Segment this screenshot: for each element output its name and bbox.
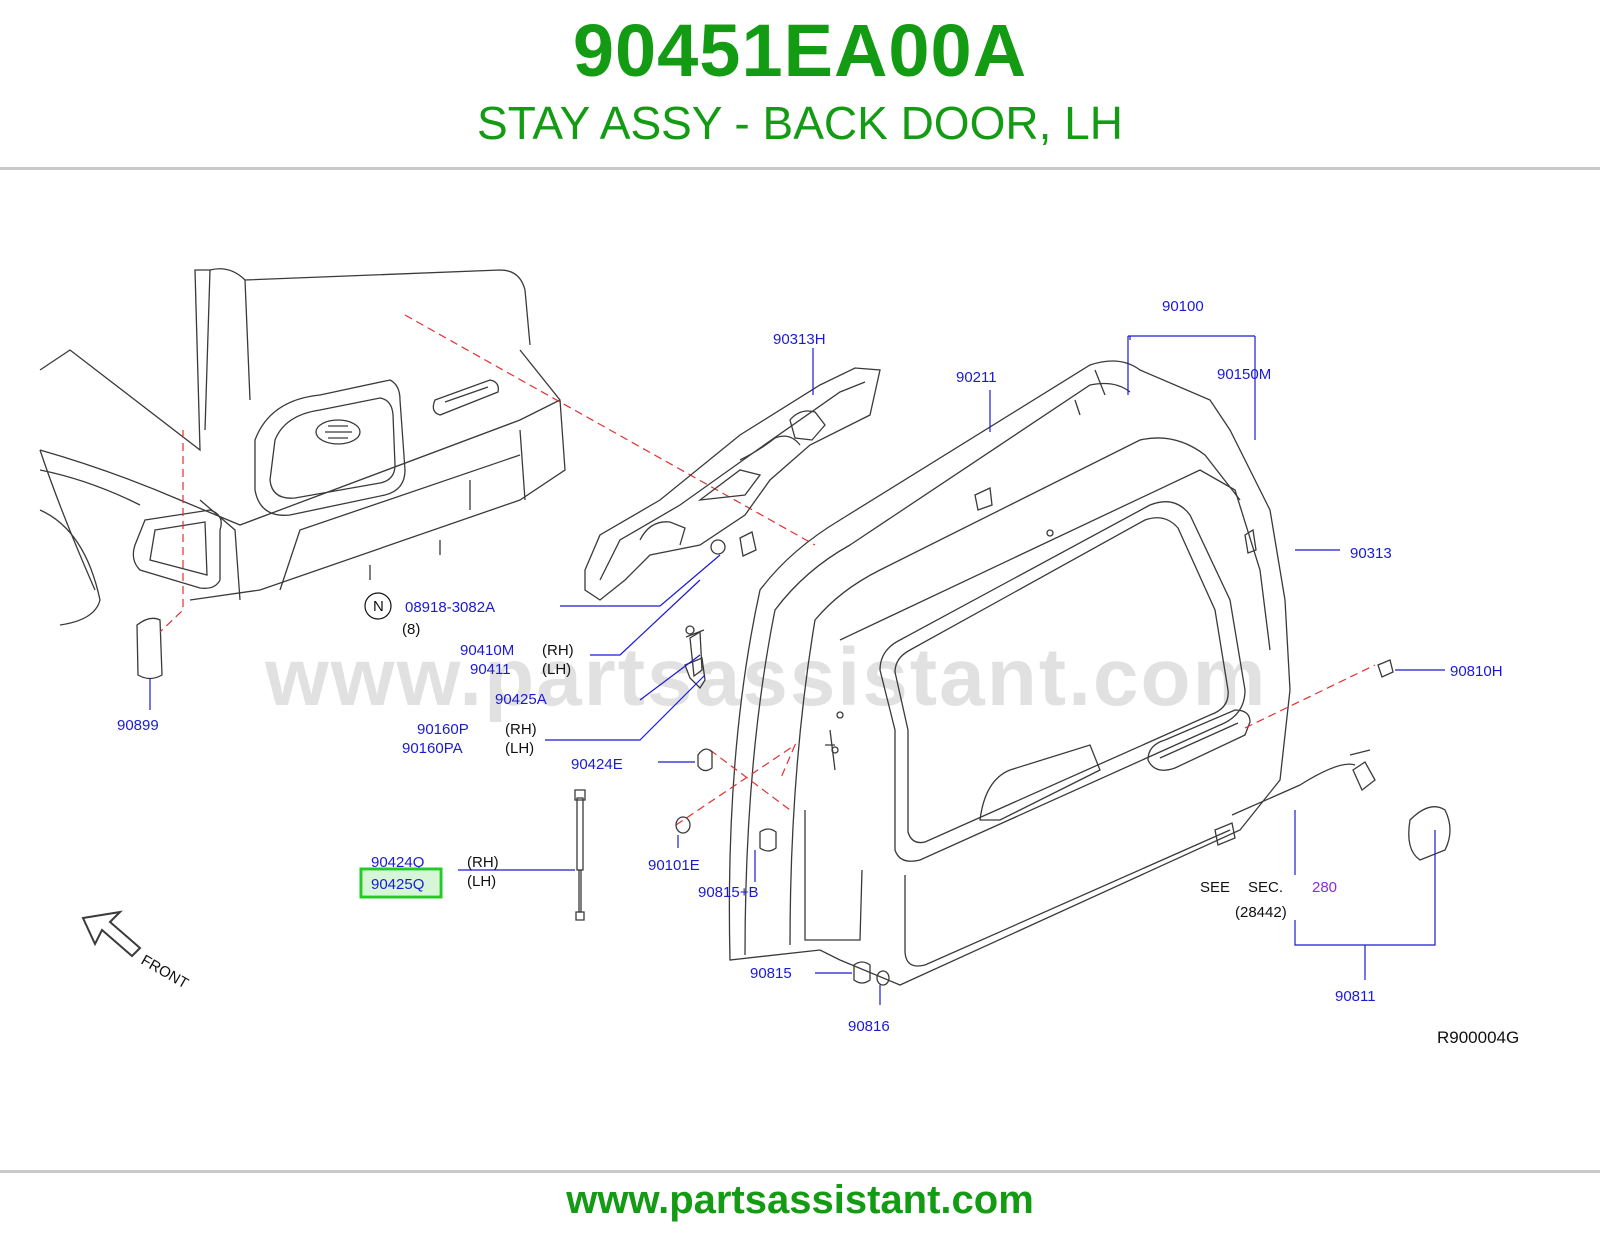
label-90313: 90313 — [1350, 545, 1392, 562]
highlight-fill-90425q — [363, 871, 439, 895]
label-sec: SEC. — [1248, 879, 1283, 896]
label-90425q[interactable]: 90425Q — [371, 876, 424, 893]
front-arrow-icon — [81, 910, 142, 958]
nut-symbol-circle — [364, 592, 392, 620]
highlight-box-90425q[interactable] — [359, 867, 443, 899]
footer-url[interactable]: www.partsassistant.com — [566, 1178, 1034, 1222]
dash-line-body-lower — [159, 430, 184, 633]
nut-symbol: N — [373, 598, 384, 615]
trim-panel-90313h — [584, 367, 881, 601]
label-lh-2: (LH) — [505, 740, 534, 757]
dash-line-door-right — [1244, 664, 1376, 729]
label-90899: 90899 — [117, 717, 159, 734]
label-rh-3: (RH) — [467, 854, 499, 871]
dash-line-door-lower — [675, 743, 797, 826]
label-90313h: 90313H — [773, 331, 826, 348]
label-90410m: 90410M — [460, 642, 514, 659]
back-door-drawing — [728, 360, 1291, 986]
label-90424q: 90424Q — [371, 854, 424, 871]
label-90100: 90100 — [1162, 298, 1204, 315]
label-see: SEE — [1200, 879, 1230, 896]
label-90424e: 90424E — [571, 756, 623, 773]
gas-stay-strut — [574, 789, 586, 921]
parts-diagram: www.partsassistant.com — [0, 170, 1600, 1145]
part-number-title: 90451EA00A — [572, 9, 1028, 92]
diagram-canvas: www.partsassistant.com — [39, 268, 1519, 1047]
front-label: FRONT — [138, 952, 191, 993]
vehicle-body-drawing — [39, 268, 566, 680]
label-sec-280[interactable]: 280 — [1312, 879, 1337, 896]
leader-lines — [149, 335, 1445, 1005]
label-rh-2: (RH) — [505, 721, 537, 738]
label-28442: (28442) — [1235, 904, 1287, 921]
part-description: STAY ASSY - BACK DOOR, LH — [477, 97, 1123, 149]
label-90160p: 90160P — [417, 721, 469, 738]
label-lh-3: (LH) — [467, 873, 496, 890]
label-08918-3082a: 08918-3082A — [405, 599, 495, 616]
label-90160pa: 90160PA — [402, 740, 463, 757]
label-90150m: 90150M — [1217, 366, 1271, 383]
label-90815b: 90815+B — [698, 884, 758, 901]
footer-divider — [0, 1170, 1600, 1173]
label-90811: 90811 — [1335, 988, 1376, 1005]
dash-line-door-left — [709, 749, 791, 811]
label-90211: 90211 — [956, 369, 997, 386]
label-90101e: 90101E — [648, 857, 700, 874]
dash-line-body-upper — [404, 314, 816, 546]
label-rh-1: (RH) — [542, 642, 574, 659]
label-90425a: 90425A — [495, 691, 547, 708]
label-90810h: 90810H — [1450, 663, 1503, 680]
hardware-parts — [675, 625, 1451, 986]
label-90411: 90411 — [470, 661, 511, 678]
diagram-code: R900004G — [1437, 1028, 1519, 1047]
label-90816: 90816 — [848, 1018, 890, 1035]
header-divider — [0, 167, 1600, 170]
label-90815: 90815 — [750, 965, 792, 982]
label-qty-8: (8) — [402, 621, 420, 638]
label-lh-1: (LH) — [542, 661, 571, 678]
watermark: www.partsassistant.com — [264, 632, 1268, 723]
